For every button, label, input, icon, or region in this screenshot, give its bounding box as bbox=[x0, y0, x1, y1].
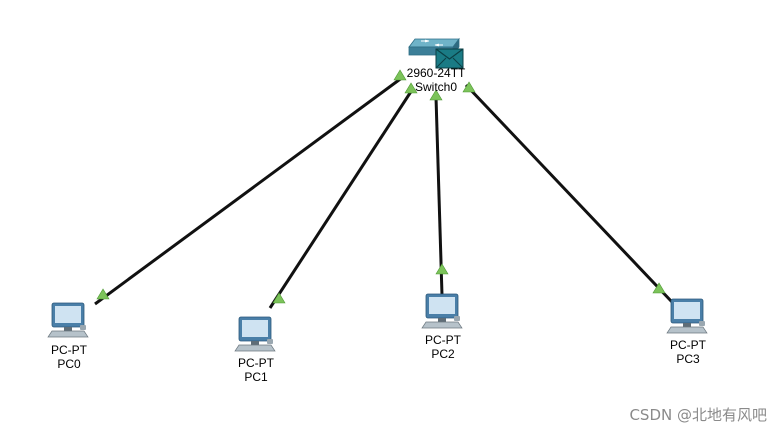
link-lights bbox=[96, 69, 666, 304]
link-light-switch-pc3 bbox=[462, 81, 476, 93]
link-light-switch-pc0 bbox=[393, 69, 407, 81]
pc-icon[interactable] bbox=[234, 316, 276, 352]
pc0-name-label: PC0 bbox=[57, 357, 81, 371]
pc2-model-label: PC-PT bbox=[425, 333, 461, 347]
pc-icon[interactable] bbox=[421, 293, 463, 329]
pc1-model-label: PC-PT bbox=[238, 356, 274, 370]
pc0-model-label: PC-PT bbox=[51, 343, 87, 357]
envelope-icon[interactable] bbox=[435, 48, 464, 69]
link-light-pc1 bbox=[272, 292, 286, 304]
pc-icon[interactable] bbox=[666, 298, 708, 334]
link-light-pc3 bbox=[652, 282, 666, 294]
pc3-name-label: PC3 bbox=[676, 352, 700, 366]
pc3-model-label: PC-PT bbox=[670, 338, 706, 352]
switch-name-label: Switch0 bbox=[414, 80, 458, 94]
link-light-switch-pc1 bbox=[404, 82, 418, 94]
link-light-switch-pc2 bbox=[429, 89, 443, 101]
pc-icon[interactable] bbox=[47, 302, 89, 338]
switch-icon[interactable] bbox=[408, 37, 460, 57]
switch-model-label: 2960-24TT bbox=[406, 66, 466, 80]
links-layer bbox=[94, 75, 674, 309]
watermark-text: CSDN @北地有风吧 bbox=[629, 406, 767, 424]
link-pc0[interactable] bbox=[94, 75, 404, 306]
link-light-pc2 bbox=[435, 263, 449, 275]
link-pc2[interactable] bbox=[434, 96, 444, 296]
link-light-pc0 bbox=[96, 288, 110, 300]
link-pc3[interactable] bbox=[464, 83, 674, 304]
link-pc1[interactable] bbox=[268, 89, 414, 309]
pc1-name-label: PC1 bbox=[244, 370, 268, 384]
pc2-name-label: PC2 bbox=[431, 347, 455, 361]
